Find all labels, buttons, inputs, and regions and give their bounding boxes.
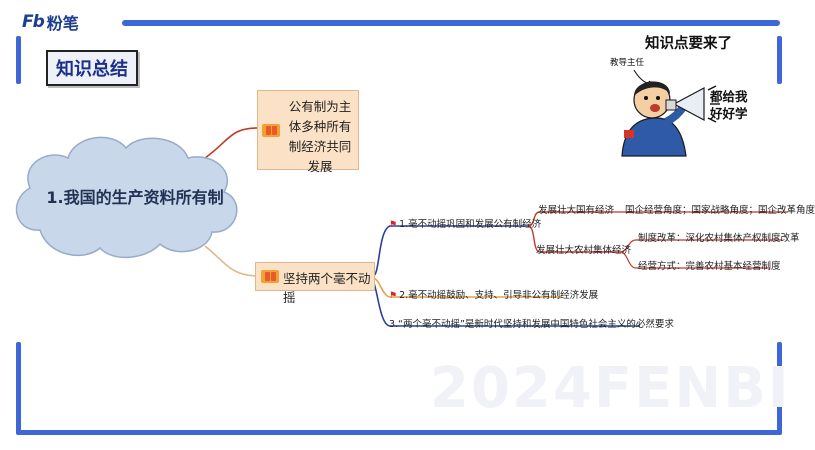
section-title: 知识总结 xyxy=(46,50,138,86)
frame-right-bottom xyxy=(777,342,782,434)
root-cloud xyxy=(15,136,238,259)
child2-label: 2.毫不动摇鼓励、支持、引导非公有制经济发展 xyxy=(399,290,599,301)
node-badge-icon xyxy=(261,270,279,283)
logo-text: 粉笔 xyxy=(46,14,79,33)
child1-node: ⚑1.毫不动摇巩固和发展公有制经济 xyxy=(389,216,541,230)
branch1-text: 公有制为主体多种所有制经济共同发展 xyxy=(288,99,352,174)
shout-text: 都给我好好学 xyxy=(710,89,748,121)
child1-label: 1.毫不动摇巩固和发展公有制经济 xyxy=(399,219,542,230)
sub-state-leaf: 国企经营角度；国家战略角度；国企改革角度 xyxy=(625,205,815,216)
character-shout: 都给我好好学 xyxy=(710,88,758,122)
watermark: 2024FENBI xyxy=(430,356,791,421)
mindmap-root: 1.我国的生产资料所有制 xyxy=(46,188,224,207)
child3-node: 3.“两个毫不动摇”是新时代坚持和发展中国特色社会主义的必然要求 xyxy=(389,316,674,330)
branch2-box: 坚持两个毫不动摇 xyxy=(255,262,375,305)
branch1-box: 公有制为主体多种所有制经济共同发展 xyxy=(257,90,359,174)
flag-icon: ⚑ xyxy=(389,220,398,230)
frame-left-bottom xyxy=(16,342,21,434)
frame-bottom xyxy=(16,430,782,435)
node-badge-icon xyxy=(262,124,280,137)
character-title: 知识点要来了 xyxy=(645,36,732,52)
child2-node: ⚑2.毫不动摇鼓励、支持、引导非公有制经济发展 xyxy=(389,287,598,301)
character-role: 教导主任 xyxy=(610,58,645,68)
child3-label: 3.“两个毫不动摇”是新时代坚持和发展中国特色社会主义的必然要求 xyxy=(389,319,674,330)
branch2-title: 坚持两个毫不动摇 xyxy=(283,271,371,305)
sub-collective-leaf2: 经营方式：完善农村基本经营制度 xyxy=(638,261,781,272)
frame-right-top xyxy=(777,36,782,84)
teacher-illustration xyxy=(621,69,720,157)
sub-state-node: 发展壮大国有经济 xyxy=(538,205,615,216)
sub-collective-node: 发展壮大农村集体经济 xyxy=(536,245,632,256)
sub-collective-leaf1: 制度改革：深化农村集体产权制度改革 xyxy=(638,233,800,244)
flag-icon: ⚑ xyxy=(389,291,398,301)
logo-mark: Fb xyxy=(22,12,45,32)
frame-left-top xyxy=(16,36,21,84)
header-divider xyxy=(122,20,780,26)
fenbi-logo: Fb 粉笔 xyxy=(22,10,79,34)
